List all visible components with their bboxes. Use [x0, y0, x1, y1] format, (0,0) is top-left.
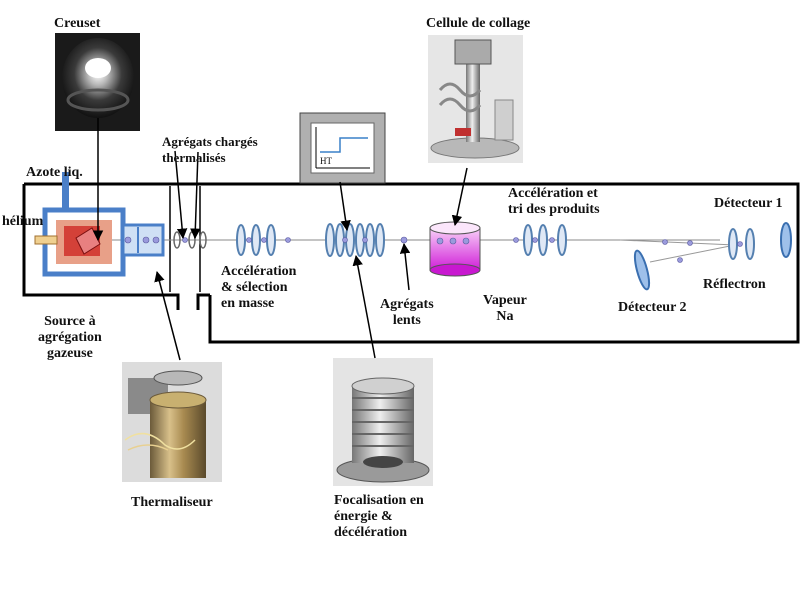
acceleration-electrodes	[236, 224, 276, 256]
main-chamber-outline	[208, 182, 800, 344]
label-thermaliseur: Thermaliseur	[131, 495, 213, 510]
label-detecteur-1: Détecteur 1	[714, 196, 783, 211]
nitrogen-pipe	[62, 172, 69, 212]
label-reflectron: Réflectron	[703, 277, 766, 292]
label-acceleration-selection: Accélération & sélection en masse	[221, 264, 297, 311]
focusing-stack	[325, 223, 385, 257]
crucible-photo	[55, 33, 140, 131]
label-ht: HT	[320, 156, 332, 166]
cell-photo	[428, 35, 523, 163]
label-focalisation: Focalisation en énergie & décélération	[334, 493, 424, 540]
label-creuset: Creuset	[54, 16, 101, 31]
reflectron-electrodes	[728, 228, 755, 260]
skimmer-electrode-3	[199, 231, 207, 249]
label-acceleration-tri: Accélération et tri des produits	[508, 186, 600, 217]
reflected-beam-out	[649, 244, 736, 263]
label-agregats-charges: Agrégats chargés thermalisés	[162, 134, 258, 165]
pointer-arrows	[92, 118, 468, 361]
source-chamber-bottom	[22, 184, 180, 310]
sodium-cell	[429, 221, 481, 277]
detector-1	[780, 222, 792, 258]
label-cellule-de-collage: Cellule de collage	[426, 16, 531, 31]
label-agregats-lents: Agrégats lents	[380, 297, 434, 328]
ht-waveform-inset	[299, 112, 386, 184]
label-vapeur-na: Vapeur Na	[483, 293, 527, 324]
thermaliser-photo	[122, 362, 222, 482]
reflected-beam-in	[619, 239, 736, 246]
label-detecteur-2: Détecteur 2	[618, 300, 687, 315]
focusing-lens-photo	[333, 358, 433, 486]
chamber-junction	[196, 293, 210, 310]
label-source: Source à agrégation gazeuse	[38, 314, 102, 361]
detector-2	[633, 249, 651, 291]
label-helium: hélium	[2, 214, 44, 229]
product-electrodes	[523, 224, 567, 256]
helium-inlet	[34, 235, 58, 245]
cluster-dots	[124, 236, 743, 263]
label-azote: Azote liq.	[26, 165, 83, 180]
